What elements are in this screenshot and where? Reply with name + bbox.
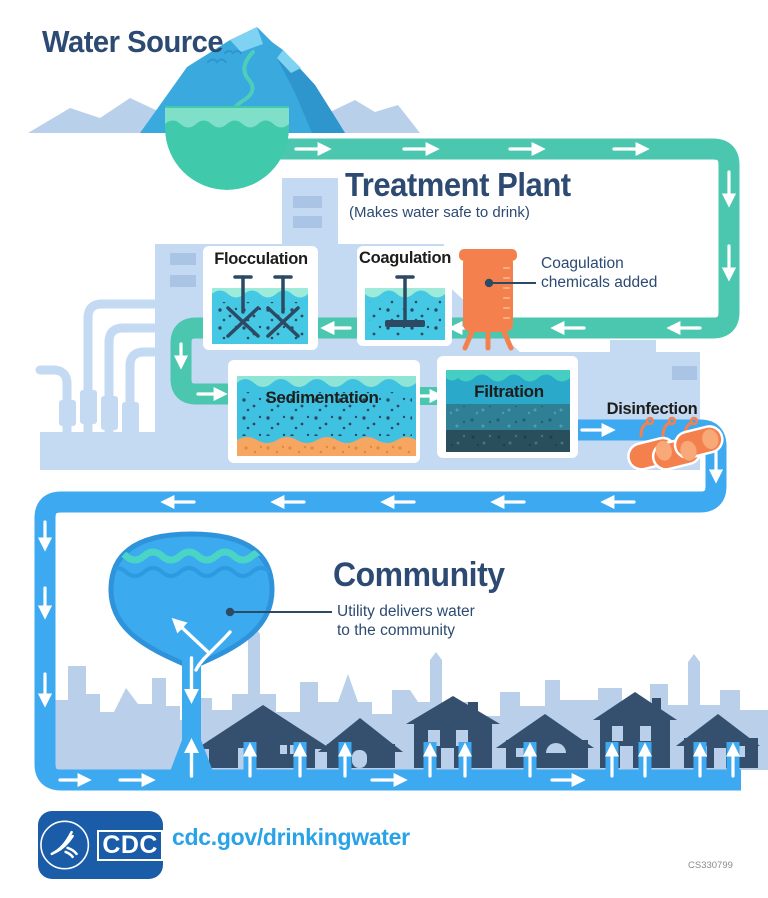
community-title: Community xyxy=(333,556,505,594)
flocculation-label: Flocculation xyxy=(214,250,308,268)
community-callout-line1: Utility delivers water xyxy=(337,603,475,620)
cdc-logo: CDC xyxy=(38,811,163,879)
sedimentation-label: Sedimentation xyxy=(265,388,379,407)
cdc-logo-text: CDC xyxy=(97,829,163,861)
water-basin-icon xyxy=(165,106,289,190)
flow-arrows-teal xyxy=(173,141,737,402)
tower-waves xyxy=(110,548,273,578)
flow-arrows-blue xyxy=(37,422,741,788)
chemical-tank-icon xyxy=(459,249,517,351)
factory-pipes-decoration xyxy=(35,299,160,437)
filtration-label: Filtration xyxy=(474,382,544,401)
water-source-title: Water Source xyxy=(42,24,224,59)
community-callout: Utility delivers water to the community xyxy=(337,602,475,640)
chemicals-callout: Coagulation chemicals added xyxy=(541,254,657,292)
building-windows xyxy=(170,196,697,380)
coagulation-label: Coagulation xyxy=(358,249,452,267)
treatment-plant-subtitle: (Makes water safe to drink) xyxy=(349,204,530,221)
chemicals-callout-line xyxy=(484,278,536,288)
filtration-tank-icon xyxy=(437,356,578,458)
flocculation-tank-icon xyxy=(203,246,318,350)
community-callout-line xyxy=(225,607,332,617)
chemicals-callout-line2: chemicals added xyxy=(541,274,658,291)
cdc-url: cdc.gov/drinkingwater xyxy=(172,824,410,850)
sedimentation-tank-icon xyxy=(228,360,420,463)
tower-flow-arrows xyxy=(171,617,232,778)
disinfection-cylinders-icon xyxy=(627,416,724,471)
mixer-paddles-icon xyxy=(226,275,300,338)
water-tower-icon xyxy=(108,531,275,790)
mixer-blade-icon xyxy=(395,275,415,324)
community-callout-line2: to the community xyxy=(337,622,456,639)
pipe-sleeves xyxy=(59,390,139,436)
source-pipe xyxy=(170,138,740,405)
disinfection-label: Disinfection xyxy=(606,400,698,418)
chemicals-callout-line1: Coagulation xyxy=(541,255,624,272)
coagulation-tank-icon xyxy=(357,246,452,346)
treatment-plant-title: Treatment Plant xyxy=(345,166,571,203)
birds-icon xyxy=(207,50,242,64)
document-code: CS330799 xyxy=(688,860,733,871)
hhs-seal-icon xyxy=(40,820,90,870)
